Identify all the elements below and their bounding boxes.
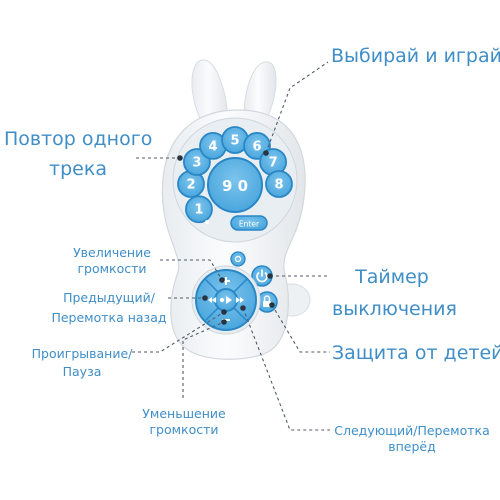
label-volume-down-line2: громкости [149, 422, 219, 437]
number-key-label: 2 [186, 178, 195, 193]
center-key[interactable]: 9 0 [207, 157, 263, 213]
label-play-pause-line2: Пауза [62, 364, 102, 379]
label-volume-up-line2: громкости [77, 261, 147, 276]
label-next: Следующий/Перемотка вперёд [332, 423, 492, 455]
label-volume-down: Уменьшение громкости [134, 406, 234, 438]
label-choose-and-play: Выбирай и играй [331, 45, 500, 67]
label-next-line2: вперёд [388, 439, 436, 454]
bunny-ears [191, 59, 277, 121]
label-play-pause-line1: Проигрывание/ [31, 346, 133, 361]
label-child-lock: Защита от детей [332, 342, 500, 364]
label-play-pause: Проигрывание/ Пауза [30, 346, 134, 380]
label-timer-line1: Таймер [355, 266, 429, 288]
lock-icon [263, 295, 271, 307]
dpad [191, 265, 261, 335]
number-key-8[interactable]: 8 [265, 170, 293, 198]
rewind-icon[interactable] [208, 297, 216, 303]
power-timer-icon [256, 269, 268, 283]
number-key-label: 1 [194, 203, 203, 218]
label-previous-line2: Перемотка назад [51, 310, 167, 325]
label-repeat-track-line1: Повтор одного [4, 128, 153, 150]
enter-key[interactable]: Enter [230, 215, 268, 231]
number-key-label: 3 [192, 156, 201, 171]
enter-key-label: Enter [239, 220, 260, 229]
mode-button[interactable] [230, 251, 246, 267]
number-key-label: 8 [274, 178, 283, 193]
callout-lines [132, 61, 330, 431]
label-volume-up: Увеличение громкости [64, 245, 160, 277]
number-key-label: 7 [269, 156, 278, 171]
number-key-4[interactable]: 4 [199, 131, 227, 160]
label-previous-line1: Предыдущий/ [63, 290, 155, 305]
label-timer-line2: выключения [332, 298, 457, 320]
label-volume-down-line1: Уменьшение [142, 406, 226, 421]
number-key-label: 6 [252, 139, 261, 154]
play-pause-icon [219, 296, 232, 304]
repeat-icon [205, 220, 209, 224]
number-key-label: 5 [230, 134, 239, 149]
number-key-label: 4 [208, 139, 217, 154]
fast-forward-icon[interactable] [236, 297, 244, 303]
label-timer: Таймер выключения [332, 265, 457, 321]
number-key-1[interactable]: 1 [185, 195, 213, 224]
label-volume-up-line1: Увеличение [73, 245, 151, 260]
center-key-label: 9 0 [222, 177, 248, 195]
label-next-line1: Следующий/Перемотка [334, 423, 490, 438]
label-repeat-track-line2: трека [49, 158, 107, 180]
label-previous: Предыдущий/ Перемотка назад [50, 290, 168, 326]
label-repeat-track: Повтор одного трека [4, 127, 152, 181]
